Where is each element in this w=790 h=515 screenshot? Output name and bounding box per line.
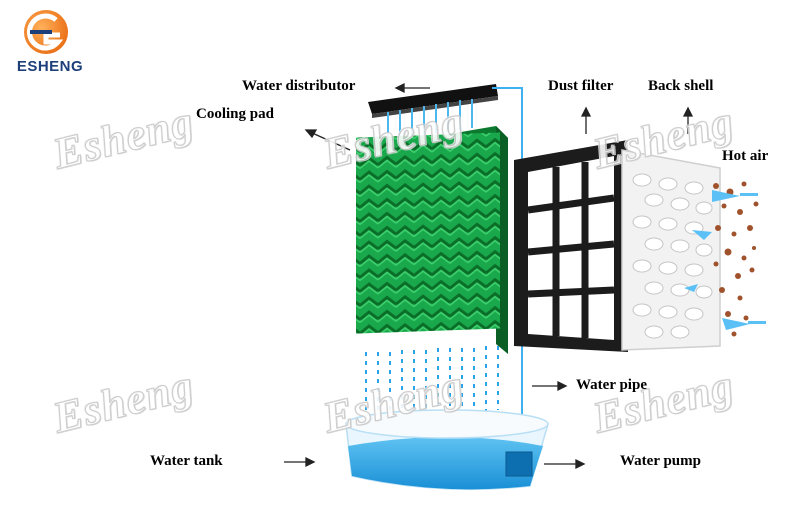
- label-water-tank: Water tank: [150, 453, 223, 469]
- cooling-pad: [356, 126, 508, 354]
- label-water-pump: Water pump: [620, 453, 701, 469]
- label-dust-filter: Dust filter: [548, 78, 614, 94]
- label-water-distributor: Water distributor: [242, 78, 356, 94]
- airflow-arrows: [684, 190, 766, 330]
- label-cooling-pad: Cooling pad: [196, 106, 274, 122]
- falling-water: [365, 346, 499, 420]
- esheng-logo: [24, 10, 68, 54]
- label-water-pipe: Water pipe: [576, 377, 647, 393]
- pointer-arrows: [284, 82, 694, 470]
- distributor-streams: [387, 99, 473, 140]
- dust-filter: [514, 140, 628, 352]
- hot-air-particles: [713, 181, 759, 337]
- brand-name: ESHENG: [16, 58, 84, 75]
- back-shell: [621, 149, 721, 351]
- label-hot-air: Hot air: [722, 148, 769, 164]
- water-tank: [345, 409, 549, 491]
- label-back-shell: Back shell: [648, 78, 714, 94]
